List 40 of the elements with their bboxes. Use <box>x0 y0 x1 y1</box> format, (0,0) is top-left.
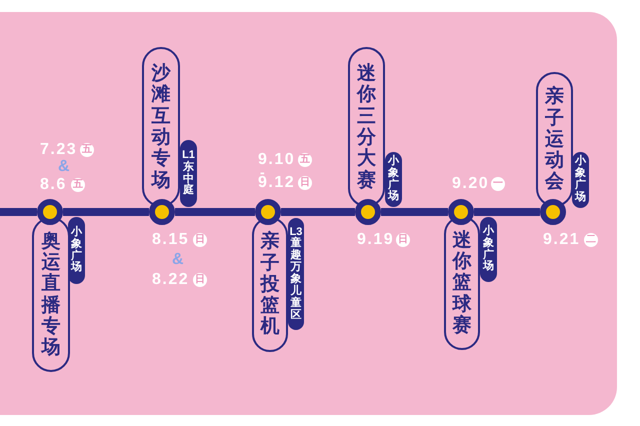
date-text: 9.21 <box>543 231 580 249</box>
event-box <box>252 217 288 352</box>
location-tag <box>572 152 589 208</box>
date-text: 9.12 <box>258 174 296 192</box>
location-tag <box>68 217 85 284</box>
event-title: 亲子投篮机 <box>260 231 280 338</box>
event-title: 迷你篮球赛 <box>452 230 472 336</box>
date-text: 8.6 <box>40 176 67 194</box>
date-text: 9.10 <box>258 151 296 169</box>
location-label: L3童趣万象儿童区 <box>289 226 303 322</box>
date-text: 8.22 <box>152 271 190 289</box>
location-label: 小象广场 <box>386 156 400 204</box>
date-text: 8.15 <box>152 231 190 249</box>
location-tag <box>480 217 497 282</box>
location-tag <box>288 218 304 330</box>
location-tag <box>180 140 197 207</box>
date-connector: & <box>172 251 184 269</box>
date-text: 7.23 <box>40 141 78 159</box>
location-label: 小象广场 <box>70 226 83 274</box>
timeline-line <box>474 208 540 216</box>
timeline-line <box>381 208 448 216</box>
event-box <box>142 47 180 207</box>
date-text: 9.20 <box>452 175 490 193</box>
event-box <box>32 217 70 372</box>
date-connector: & <box>58 158 70 176</box>
location-label: L1东中庭 <box>182 150 196 198</box>
timeline-line <box>175 208 255 216</box>
event-box <box>348 47 385 207</box>
date-text: 9.19 <box>357 231 394 249</box>
location-label: 小象广场 <box>574 156 587 204</box>
event-box <box>536 72 573 207</box>
timeline-line <box>63 208 149 216</box>
location-tag <box>385 152 402 207</box>
timeline-line <box>0 208 37 216</box>
event-title: 亲子运动会 <box>545 86 564 193</box>
timeline-line <box>281 208 355 216</box>
event-title: 沙滩互动专场 <box>152 63 170 191</box>
event-title: 奥运直播专场 <box>42 230 60 358</box>
location-label: 小象广场 <box>482 226 495 274</box>
event-title: 迷你三分大赛 <box>357 63 376 191</box>
